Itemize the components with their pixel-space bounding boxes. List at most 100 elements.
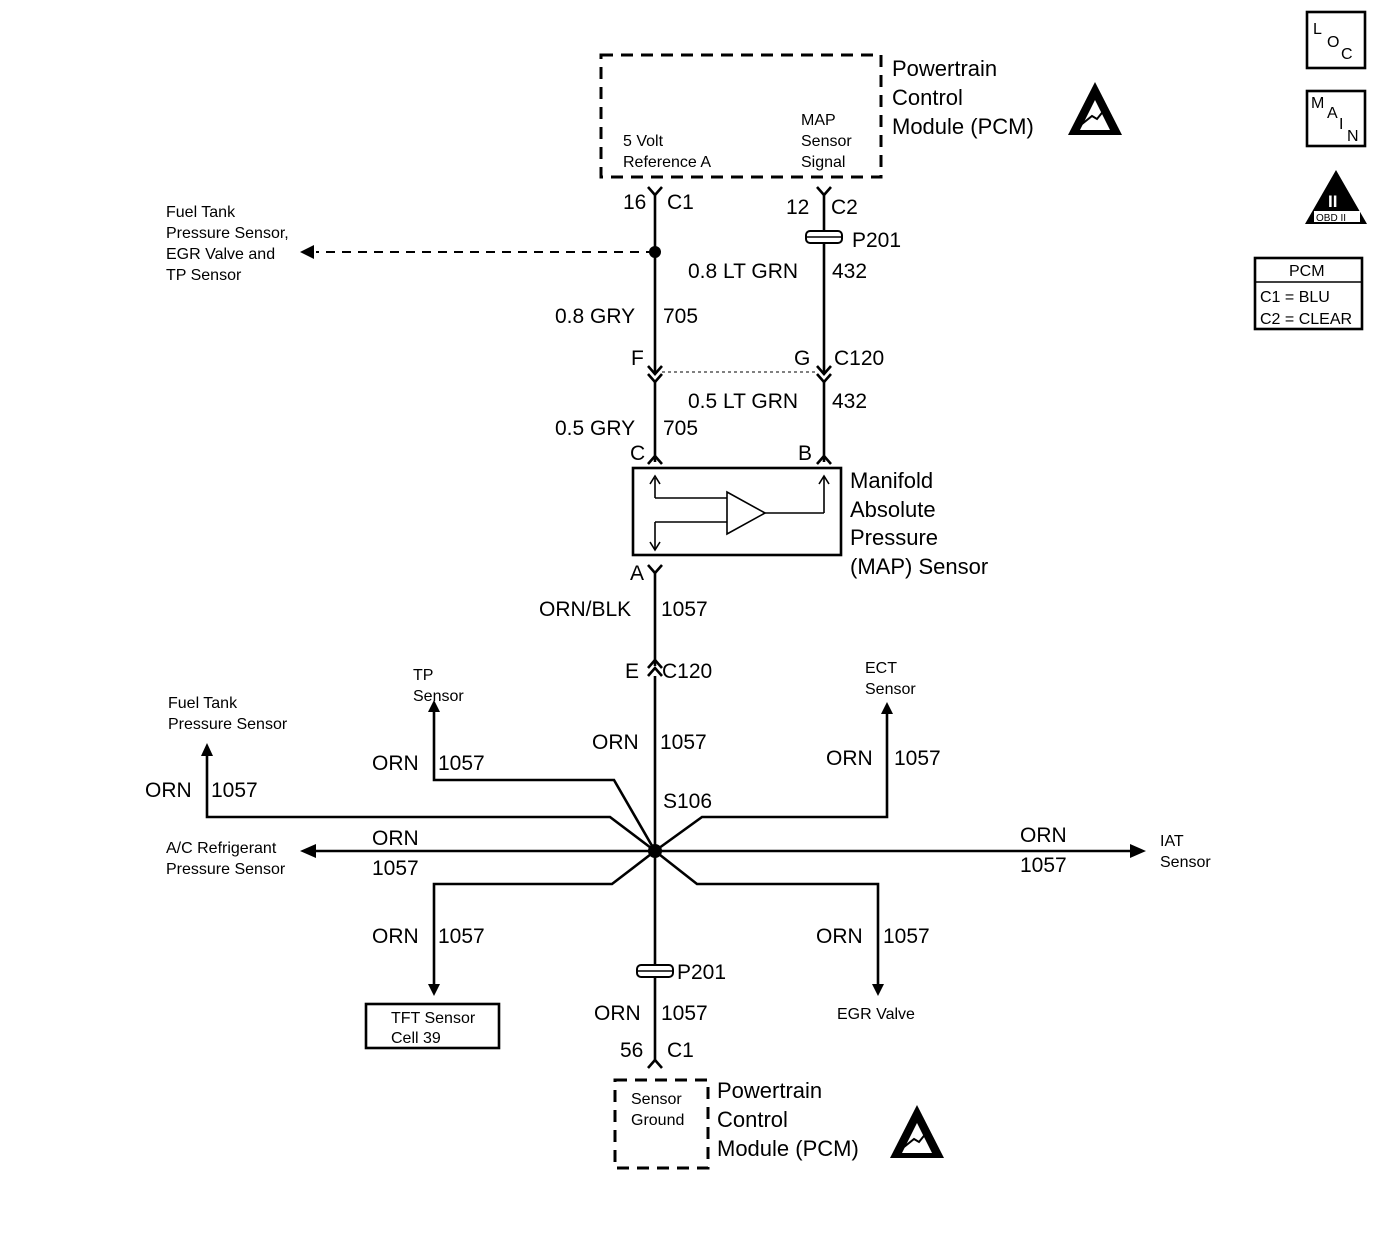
svg-text:1057: 1057 [894, 747, 941, 770]
svg-text:1057: 1057 [438, 752, 485, 775]
wire-705-to-fuel-tank-egr-tp: Fuel Tank Pressure Sensor, EGR Valve and… [166, 204, 655, 284]
svg-text:0.8 LT GRN: 0.8 LT GRN [688, 260, 798, 283]
svg-text:ORN: ORN [816, 925, 863, 948]
svg-text:Pressure Sensor: Pressure Sensor [166, 861, 286, 878]
svg-text:S106: S106 [663, 790, 712, 813]
svg-text:C2: C2 [831, 196, 858, 219]
svg-text:A/C Refrigerant: A/C Refrigerant [166, 840, 277, 857]
branch-egr-valve: ORN 1057 EGR Valve [654, 849, 930, 1023]
svg-text:EGR Valve and: EGR Valve and [166, 246, 275, 263]
map-sensor: Manifold Absolute Pressure (MAP) Sensor [631, 466, 988, 579]
svg-text:OBD II: OBD II [1316, 213, 1346, 224]
svg-text:1057: 1057 [1020, 854, 1067, 877]
svg-text:C1 = BLU: C1 = BLU [1260, 289, 1330, 306]
svg-text:ORN: ORN [372, 827, 419, 850]
loc-icon[interactable]: L O C [1305, 10, 1367, 70]
svg-text:705: 705 [663, 417, 698, 440]
branch-tft-sensor: ORN 1057 TFT Sensor Cell 39 [364, 849, 656, 1050]
svg-text:0.8 GRY: 0.8 GRY [555, 305, 635, 328]
svg-text:(MAP) Sensor: (MAP) Sensor [850, 554, 988, 579]
svg-text:Powertrain: Powertrain [717, 1078, 822, 1103]
svg-text:ORN/BLK: ORN/BLK [539, 598, 631, 621]
svg-text:C: C [1341, 46, 1353, 63]
pcm-top-title-2: Control [892, 85, 963, 110]
svg-text:1057: 1057 [372, 857, 419, 880]
svg-text:432: 432 [832, 390, 867, 413]
svg-text:ORN: ORN [592, 731, 639, 754]
svg-text:Sensor: Sensor [865, 681, 916, 698]
svg-text:TP Sensor: TP Sensor [166, 267, 242, 284]
svg-text:C1: C1 [667, 1039, 694, 1062]
svg-text:II: II [1328, 192, 1337, 211]
svg-text:MAP: MAP [801, 112, 836, 129]
svg-text:0.5 LT GRN: 0.5 LT GRN [688, 390, 798, 413]
svg-text:E: E [625, 660, 639, 683]
svg-text:ORN: ORN [594, 1002, 641, 1025]
svg-text:P201: P201 [677, 961, 726, 984]
pcm-top-title-3: Module (PCM) [892, 114, 1034, 139]
svg-text:Ground: Ground [631, 1112, 684, 1129]
svg-text:1057: 1057 [660, 731, 707, 754]
svg-text:Manifold: Manifold [850, 468, 933, 493]
svg-text:Fuel Tank: Fuel Tank [166, 204, 236, 221]
svg-text:ORN: ORN [145, 779, 192, 802]
tft-sensor-box [364, 1002, 501, 1050]
svg-text:TP: TP [413, 667, 433, 684]
svg-text:C2 = CLEAR: C2 = CLEAR [1260, 311, 1352, 328]
svg-text:1057: 1057 [661, 1002, 708, 1025]
svg-text:A: A [630, 562, 644, 585]
svg-text:432: 432 [832, 260, 867, 283]
svg-text:C: C [630, 442, 645, 465]
wire-1057-trunk: A ORN/BLK 1057 E C120 ORN 1057 S106 [539, 562, 712, 1060]
svg-text:N: N [1347, 128, 1359, 145]
svg-text:A: A [1327, 105, 1338, 122]
branch-ect-sensor: ECT Sensor ORN 1057 [654, 660, 941, 853]
wire-432-lower: 0.5 LT GRN 432 B [688, 382, 867, 465]
svg-text:0.5 GRY: 0.5 GRY [555, 417, 635, 440]
esd-warning-icon-top [1068, 82, 1122, 135]
svg-text:Control: Control [717, 1107, 788, 1132]
svg-text:Sensor: Sensor [801, 133, 852, 150]
svg-text:Sensor: Sensor [631, 1091, 682, 1108]
branch-tp-sensor: TP Sensor ORN 1057 [372, 667, 657, 852]
svg-text:Absolute: Absolute [850, 497, 936, 522]
wire-705-upper: 16 C1 0.8 GRY 705 [555, 186, 698, 372]
svg-text:16: 16 [623, 191, 646, 214]
svg-text:Cell 39: Cell 39 [391, 1030, 441, 1047]
svg-text:5 Volt: 5 Volt [623, 133, 664, 150]
pcm-connector-legend: PCM C1 = BLU C2 = CLEAR [1253, 256, 1364, 331]
svg-text:ORN: ORN [372, 752, 419, 775]
obd-ii-icon[interactable]: II OBD II [1305, 170, 1367, 224]
svg-text:IAT: IAT [1160, 833, 1184, 850]
svg-text:Pressure Sensor: Pressure Sensor [168, 716, 288, 733]
wire-1057-to-pcm: P201 ORN 1057 56 C1 [594, 961, 726, 1069]
svg-text:Reference A: Reference A [623, 154, 711, 171]
svg-text:Fuel Tank: Fuel Tank [168, 695, 238, 712]
svg-text:L: L [1313, 21, 1322, 38]
svg-text:Signal: Signal [801, 154, 845, 171]
wire-705-lower: 0.5 GRY 705 C [555, 382, 698, 465]
svg-text:Pressure: Pressure [850, 525, 938, 550]
svg-text:1057: 1057 [883, 925, 930, 948]
svg-text:ORN: ORN [372, 925, 419, 948]
main-icon[interactable]: M A I N [1305, 89, 1367, 148]
pcm-top: Powertrain Control Module (PCM) 5 Volt R… [599, 53, 1034, 179]
svg-text:F: F [631, 347, 644, 370]
svg-text:C120: C120 [834, 347, 884, 370]
svg-text:705: 705 [663, 305, 698, 328]
branch-iat-sensor: IAT Sensor ORN 1057 [655, 824, 1211, 877]
svg-text:EGR Valve: EGR Valve [837, 1006, 915, 1023]
svg-text:C1: C1 [667, 191, 694, 214]
connector-c120-fg: F G C120 [631, 347, 884, 384]
svg-text:G: G [794, 347, 810, 370]
esd-warning-icon-bottom [890, 1105, 944, 1158]
svg-text:12: 12 [786, 196, 809, 219]
svg-text:Sensor: Sensor [413, 688, 464, 705]
svg-text:1057: 1057 [661, 598, 708, 621]
pcm-top-title-1: Powertrain [892, 56, 997, 81]
svg-text:Sensor: Sensor [1160, 854, 1211, 871]
svg-text:ORN: ORN [826, 747, 873, 770]
svg-text:ORN: ORN [1020, 824, 1067, 847]
svg-text:Pressure Sensor,: Pressure Sensor, [166, 225, 289, 242]
